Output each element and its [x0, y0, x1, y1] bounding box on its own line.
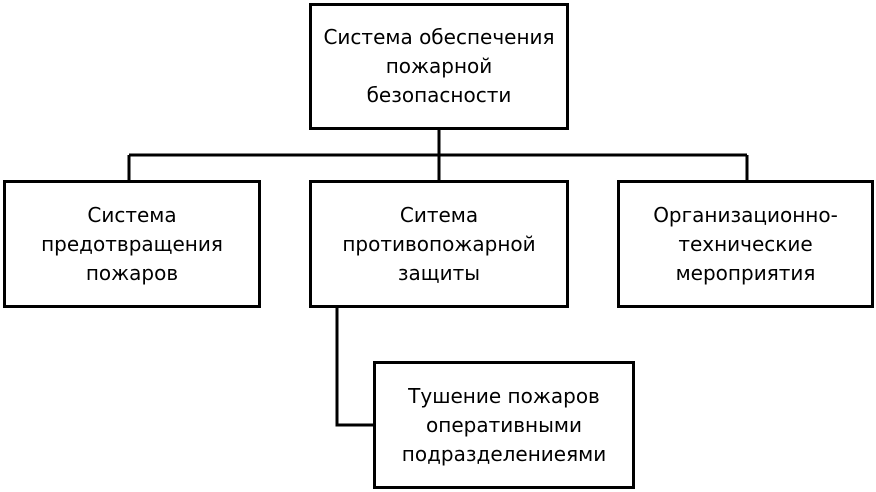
- node-organizational-measures: Организационно- технические мероприятия: [617, 180, 874, 308]
- sub-branch-line: [335, 308, 373, 427]
- node-fire-protection-system: Ситема противопожарной защиты: [309, 180, 569, 308]
- node-fire-protection-system-label: Ситема противопожарной защиты: [342, 202, 536, 285]
- node-fire-safety-system-label: Система обеспечения пожарной безопасност…: [323, 25, 555, 107]
- node-fire-safety-system: Система обеспечения пожарной безопасност…: [309, 3, 569, 130]
- node-fire-prevention-system: Система предотвращения пожаров: [3, 180, 261, 308]
- node-fire-prevention-system-label: Система предотвращения пожаров: [41, 202, 223, 285]
- node-firefighting-units: Тушение пожаров оперативными подразделен…: [373, 361, 635, 489]
- node-firefighting-units-label: Тушение пожаров оперативными подразделен…: [401, 383, 607, 466]
- node-organizational-measures-label: Организационно- технические мероприятия: [653, 202, 838, 285]
